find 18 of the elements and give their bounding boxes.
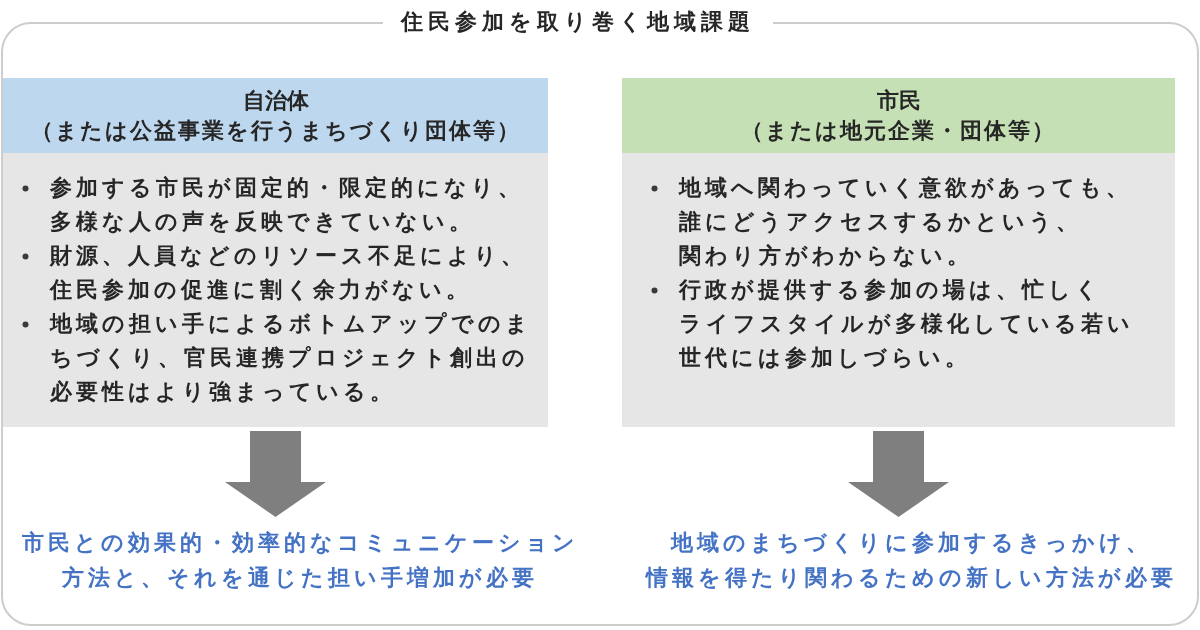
content-box [622,153,1175,427]
bullet-text: 地域へ関わっていく意欲があっても、誰にどうアクセスするかという、関わり方がわからない。 [679,174,1133,270]
conclusion-text: 市民との効果的・効率的なコミュニケーション方法と、それを通じた担い手増加が必要 [17,525,583,595]
conclusion-text: 地域のまちづくりに参加するきっかけ、情報を得たり関わるための新しい方法が必要 [638,525,1184,595]
frame-title: 住民参加を取り巻く地域課題 [383,8,773,36]
header-box [3,78,548,153]
header-subtitle: （または地元企業・団体等） [741,117,1056,145]
header-box [622,78,1175,153]
header-subtitle: （または公益事業を行うまちづくり団体等） [30,117,521,145]
content-box [3,153,548,427]
bullet-text: 財源、人員などのリソース不足により、住民参加の促進に割く余力がない。 [50,242,528,304]
block-arrow [225,431,326,517]
bullet-text: 地域の担い手によるボトムアップでのまちづくり、官民連携プロジェクト創出の必要性はより強まっている。 [50,310,533,406]
bullet-text: 参加する市民が固定的・限定的になり、多様な人の声を反映できていない。 [50,174,525,236]
bullet-text: 行政が提供する参加の場は、忙しくライフスタイルが多様化している若い世代には参加しづらい。 [679,276,1135,372]
header-title: 自治体 [242,87,309,115]
header-title: 市民 [876,87,921,115]
block-arrow [848,431,949,517]
